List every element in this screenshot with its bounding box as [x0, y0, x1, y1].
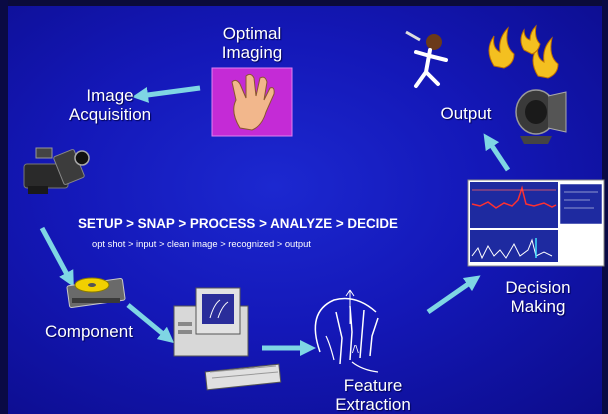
label-output: Output — [440, 104, 492, 123]
arrow-feature-to-decision — [426, 275, 481, 315]
arrow-to-image-acquisition — [132, 85, 201, 103]
speaker-icon — [515, 89, 567, 144]
component-drive-icon — [66, 277, 126, 309]
signal-plot-icon — [467, 179, 605, 267]
hand-photo-icon — [211, 67, 293, 137]
arrow-camera-to-component — [39, 226, 74, 288]
feature-hand-sketch-icon: /\ — [314, 289, 379, 373]
frame-right-border — [602, 0, 608, 414]
frame-top-border — [0, 0, 608, 6]
frame-left-border — [0, 0, 8, 414]
money-flame-icon — [488, 24, 559, 79]
arrow-component-to-computer — [126, 303, 175, 344]
arrow-decision-to-output — [483, 133, 511, 172]
svg-text:/\: /\ — [352, 344, 359, 355]
label-optimal-imaging: Optimal Imaging — [221, 24, 283, 62]
label-decision-making: Decision Making — [505, 278, 571, 316]
pipeline-steps: SETUP > SNAP > PROCESS > ANALYZE > DECID… — [78, 216, 398, 231]
computer-icon — [173, 287, 282, 391]
running-person-icon — [405, 30, 448, 88]
video-camera-icon — [23, 147, 90, 194]
label-feature-extraction: Feature Extraction — [335, 376, 411, 414]
label-image-acquisition: Image Acquisition — [68, 86, 152, 124]
pipeline-substeps: opt shot > input > clean image > recogni… — [92, 238, 311, 249]
label-component: Component — [45, 322, 133, 341]
